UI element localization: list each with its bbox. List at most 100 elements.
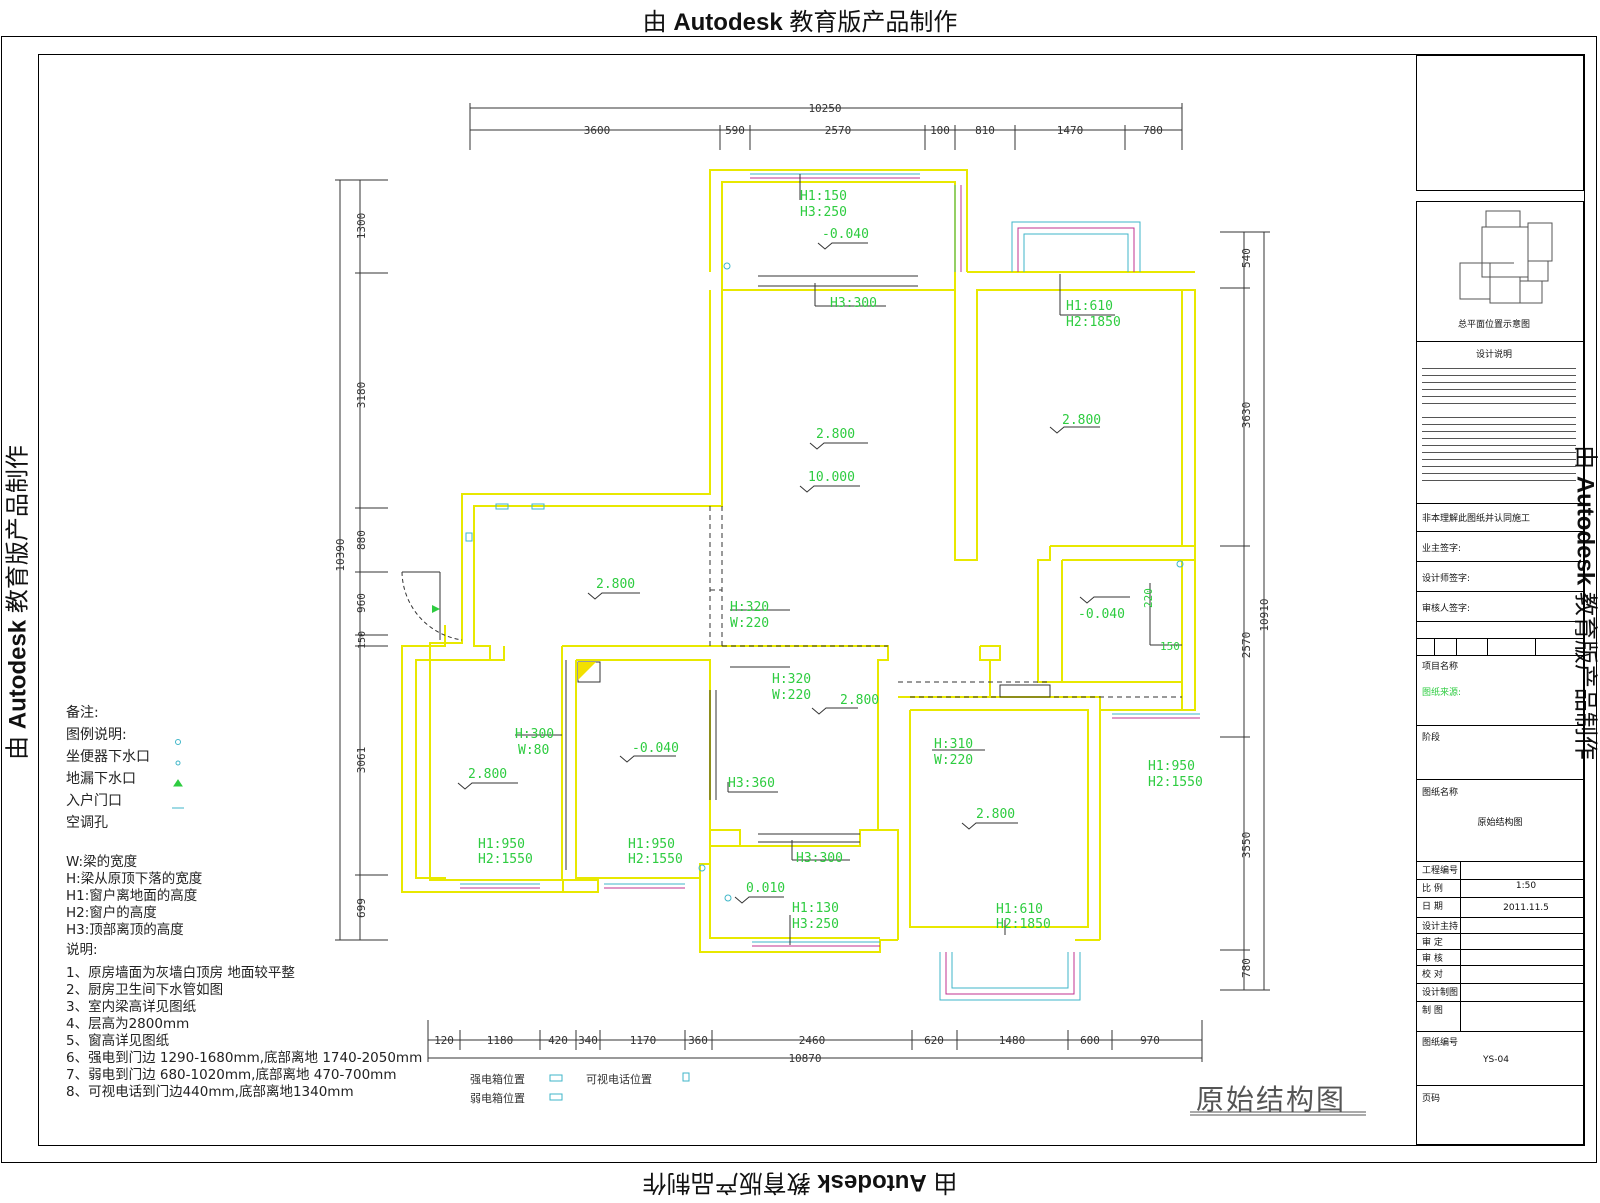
- explain-item: 6、强电到门边 1290-1680mm,底部离地 1740-2050mm: [66, 1050, 422, 1067]
- label: H3:250: [792, 917, 839, 932]
- label: H:320: [772, 672, 811, 687]
- dim-bottom-seg: 360: [688, 1034, 708, 1047]
- def-item: H1:窗户离地面的高度: [66, 888, 422, 905]
- tb-row-label: 工程编号: [1422, 863, 1458, 876]
- label: 2.800: [816, 427, 855, 442]
- tb-page: 页码: [1422, 1091, 1440, 1104]
- label: 0.010: [746, 881, 785, 896]
- tb-drawing-source: 图纸来源:: [1422, 685, 1461, 698]
- explain-item: 2、厨房卫生间下水管如图: [66, 982, 422, 999]
- label: H2:1850: [996, 917, 1051, 932]
- dim-bottom-seg: 970: [1140, 1034, 1160, 1047]
- phone-marker: [466, 533, 472, 541]
- tb-logo-box: [1416, 55, 1584, 191]
- label: -0.040: [1078, 607, 1125, 622]
- label: H3:250: [800, 205, 847, 220]
- label: 2.800: [468, 767, 507, 782]
- dim-left-seg: 880: [355, 530, 368, 550]
- dim-right-seg: 2570: [1240, 632, 1253, 659]
- dim-left-total: 10390: [334, 538, 347, 571]
- plan-title: 原始结构图: [1196, 1078, 1346, 1118]
- label: 2.800: [840, 693, 879, 708]
- label: -0.040: [632, 741, 679, 756]
- label: H1:950: [478, 837, 525, 852]
- label: W:220: [772, 688, 811, 703]
- dim-left-seg: 1300: [355, 213, 368, 240]
- tb-date-value: 2011.11.5: [1476, 903, 1576, 913]
- tb-company-line: 非本理解此图纸并认同施工: [1422, 511, 1530, 524]
- explain-item: 3、室内梁高详见图纸: [66, 999, 422, 1016]
- legend-heading: 图例说明:: [66, 724, 422, 746]
- explain-item: 5、窗高详见图纸: [66, 1033, 422, 1050]
- dim-top-seg: 780: [1143, 124, 1163, 137]
- dim-bottom-seg: 2460: [799, 1034, 826, 1047]
- label: 150: [1160, 640, 1180, 653]
- label: H2:1550: [478, 852, 533, 867]
- tb-row-label: 审 定: [1422, 935, 1443, 948]
- dim-bottom-seg: 420: [548, 1034, 568, 1047]
- walls: [402, 170, 1195, 952]
- strong-box-legend: 强电箱位置: [470, 1071, 525, 1087]
- level-flags: [458, 243, 1130, 903]
- label: H3:360: [728, 776, 775, 791]
- label: H:300: [515, 727, 554, 742]
- tb-owner-sign: 业主签字:: [1422, 541, 1461, 554]
- notes-heading: 备注:: [66, 702, 422, 724]
- tb-scale-value: 1:50: [1476, 881, 1576, 891]
- explain-item: 7、弱电到门边 680-1020mm,底部离地 470-700mm: [66, 1067, 422, 1084]
- dim-left-seg: 150: [357, 631, 368, 649]
- label: 10.000: [808, 470, 855, 485]
- label: 2.800: [976, 807, 1015, 822]
- label: H:310: [934, 737, 973, 752]
- dim-right-seg: 3550: [1240, 832, 1253, 859]
- dim-right-seg: 780: [1240, 958, 1253, 978]
- dim-bottom-total: 10870: [788, 1052, 821, 1065]
- label: -0.040: [822, 227, 869, 242]
- label: H2:1550: [1148, 775, 1203, 790]
- def-item: W:梁的宽度: [66, 854, 422, 871]
- label: H1:150: [800, 189, 847, 204]
- floor-drain-icon: [724, 263, 730, 269]
- dim-right-seg: 3630: [1240, 402, 1253, 429]
- dim-top-seg: 1470: [1057, 124, 1084, 137]
- notes-block: 备注: 图例说明: 坐便器下水口 地漏下水口 入户门口 空调孔 W:梁的宽度 H…: [66, 702, 422, 1101]
- dim-top-seg: 810: [975, 124, 995, 137]
- label: H1:610: [996, 902, 1043, 917]
- dim-top-seg: 3600: [584, 124, 611, 137]
- tb-row-label: 制 图: [1422, 1003, 1443, 1016]
- dim-bottom-seg: 620: [924, 1034, 944, 1047]
- dim-bottom-seg: 1180: [487, 1034, 514, 1047]
- tb-reviewer-sign: 审核人签字:: [1422, 601, 1470, 614]
- label: H1:950: [1148, 759, 1195, 774]
- def-item: H2:窗户的高度: [66, 905, 422, 922]
- label: H3:300: [796, 851, 843, 866]
- shaft-fill: [578, 662, 596, 680]
- dim-top-seg: 2570: [825, 124, 852, 137]
- explain-item: 1、原房墙面为灰墙白顶房 地面较平整: [66, 965, 422, 982]
- tb-row-label: 审 核: [1422, 951, 1443, 964]
- label: W:220: [730, 616, 769, 631]
- video-phone-legend: 可视电话位置: [586, 1071, 652, 1087]
- dim-right-total: 10910: [1258, 598, 1271, 631]
- label: H3:300: [830, 296, 877, 311]
- tb-designer-sign: 设计师签字:: [1422, 571, 1470, 584]
- label: H2:1850: [1066, 315, 1121, 330]
- dim-bottom-seg: 600: [1080, 1034, 1100, 1047]
- tb-drawing-no-value: YS-04: [1446, 1055, 1546, 1065]
- design-notes-heading: 设计说明: [1476, 347, 1512, 360]
- tb-drawing-name-value: 原始结构图: [1450, 815, 1550, 828]
- tb-row-label: 设计主持: [1422, 919, 1458, 932]
- tb-row-label: 比 例: [1422, 881, 1443, 894]
- weak-box-legend: 弱电箱位置: [470, 1090, 525, 1106]
- pipe-box: [1000, 685, 1050, 697]
- tb-row-label: 设计制图: [1422, 985, 1458, 998]
- def-item: H:梁从原顶下落的宽度: [66, 871, 422, 888]
- dim-top-seg: 100: [930, 124, 950, 137]
- dim-left-seg: 3180: [355, 382, 368, 409]
- label: H1:610: [1066, 299, 1113, 314]
- label: H1:950: [628, 837, 675, 852]
- entrance-triangle-icon: [432, 605, 440, 613]
- tb-row-label: 日 期: [1422, 899, 1443, 912]
- label: H2:1550: [628, 852, 683, 867]
- tb-drawing-no: 图纸编号: [1422, 1035, 1458, 1048]
